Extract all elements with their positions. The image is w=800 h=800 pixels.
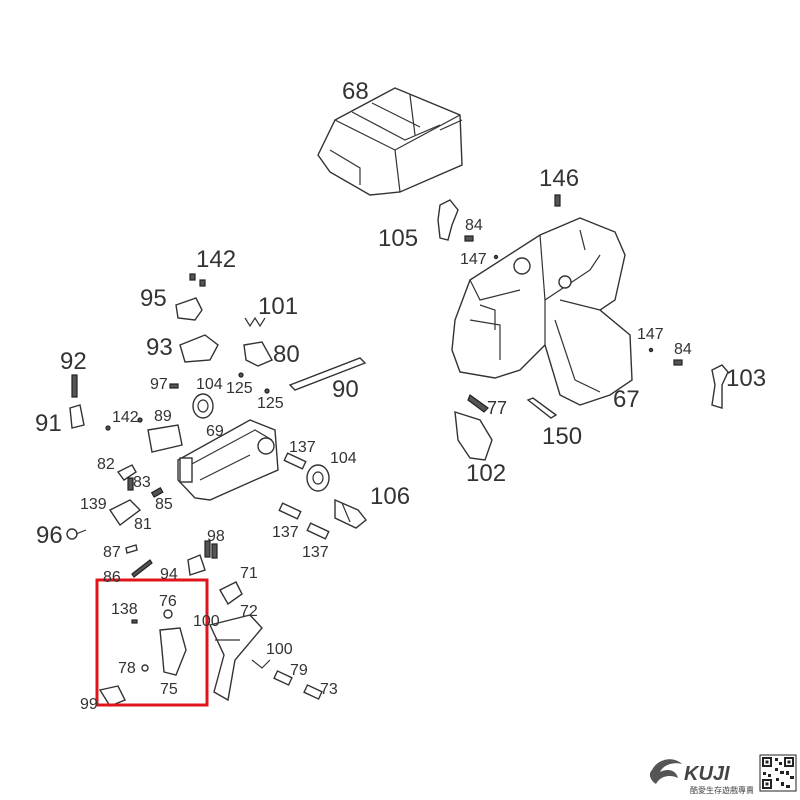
callout-label: 104 xyxy=(330,450,357,467)
footer-brand: KUJI 酷愛生存遊戲專賣 xyxy=(649,754,797,795)
callout-label: 84 xyxy=(465,217,483,234)
callout-label: 101 xyxy=(258,293,298,320)
callout-label: 75 xyxy=(160,681,178,698)
gear-104a xyxy=(192,393,214,419)
part-94-71-72-trigger-assembly xyxy=(187,554,323,702)
callout-label: 97 xyxy=(150,376,168,393)
callout-label: 87 xyxy=(103,544,121,561)
callout-label: 94 xyxy=(160,566,178,583)
callout-label: 82 xyxy=(97,456,115,473)
callout-label: 92 xyxy=(60,348,87,375)
callout-label: 103 xyxy=(726,365,766,392)
brand-tagline: 酷愛生存遊戲專賣 xyxy=(690,785,754,795)
callout-label: 71 xyxy=(240,565,258,582)
callout-label: 79 xyxy=(290,662,308,679)
callout-label: 77 xyxy=(487,398,507,418)
callout-label: 76 xyxy=(159,593,177,610)
callout-label: 142 xyxy=(196,246,236,273)
part-93-block xyxy=(179,334,219,363)
callout-label: 67 xyxy=(613,386,640,413)
highlighted-parts-group xyxy=(98,609,187,707)
callout-label: 139 xyxy=(80,496,107,513)
callout-label: 72 xyxy=(240,603,258,620)
part-91-latch xyxy=(69,374,85,429)
callout-label: 85 xyxy=(155,496,173,513)
pins-137 xyxy=(278,452,330,540)
callout-label: 138 xyxy=(111,601,138,618)
callout-label: 90 xyxy=(332,376,359,403)
callout-label: 137 xyxy=(302,544,329,561)
callout-label: 125 xyxy=(226,380,253,397)
part-95-bracket xyxy=(175,297,203,321)
callout-label: 125 xyxy=(257,395,284,412)
callout-label: 68 xyxy=(342,78,369,105)
callout-label: 73 xyxy=(320,681,338,698)
part-139-lever xyxy=(108,499,142,527)
callout-label: 105 xyxy=(378,225,418,252)
callout-label: 100 xyxy=(266,641,293,658)
callout-label: 89 xyxy=(154,408,172,425)
callout-label: 91 xyxy=(35,410,62,437)
callout-label: 95 xyxy=(140,285,167,312)
callout-label: 150 xyxy=(542,423,582,450)
callout-label: 78 xyxy=(118,660,136,677)
qr-code-icon xyxy=(759,754,797,792)
callout-label: 100 xyxy=(193,613,220,630)
callout-labels: 68 146 105 84 147 142 95 101 93 80 92 97… xyxy=(35,78,766,713)
callout-label: 147 xyxy=(637,326,664,343)
callout-label: 81 xyxy=(134,516,152,533)
callout-label: 84 xyxy=(674,341,692,358)
part-96-screw xyxy=(66,528,87,540)
callout-label: 137 xyxy=(289,439,316,456)
callout-label: 69 xyxy=(206,423,224,440)
callout-label: 106 xyxy=(370,483,410,510)
part-82-switch xyxy=(116,464,137,481)
part-90-rod xyxy=(288,357,367,391)
callout-label: 104 xyxy=(196,376,223,393)
callout-label: 93 xyxy=(146,334,173,361)
callout-label: 146 xyxy=(539,165,579,192)
small-parts-upper-right xyxy=(437,194,729,461)
highlight-box xyxy=(95,578,209,707)
part-68-magazine-well xyxy=(317,87,463,196)
gear-104b xyxy=(306,464,330,492)
part-101-spring xyxy=(244,316,266,328)
brand-name: KUJI xyxy=(684,763,730,785)
callout-label: 142 xyxy=(112,409,139,426)
brand-logo-icon xyxy=(649,759,682,784)
part-69-gearbox xyxy=(177,419,279,501)
callout-label: 80 xyxy=(273,341,300,368)
callout-label: 98 xyxy=(207,528,225,545)
callout-label: 86 xyxy=(103,569,121,586)
part-106-shaft xyxy=(334,498,367,529)
part-67-lower-receiver xyxy=(451,217,633,406)
callout-label: 96 xyxy=(36,522,63,549)
callout-label: 102 xyxy=(466,460,506,487)
callout-label: 137 xyxy=(272,524,299,541)
part-80-lever xyxy=(243,341,273,367)
part-89-plate xyxy=(147,424,183,453)
springs-98-87-86 xyxy=(125,540,218,578)
callout-label: 147 xyxy=(460,251,487,268)
tiny-screws xyxy=(105,273,270,498)
callout-label: 99 xyxy=(80,696,98,713)
callout-label: 83 xyxy=(133,474,151,491)
